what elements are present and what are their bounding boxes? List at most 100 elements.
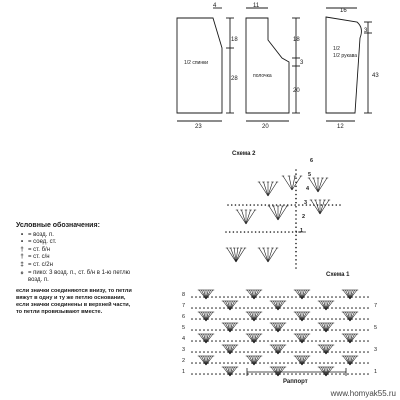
legend-item: • = соед. ст. (16, 239, 134, 247)
chain-stitch (301, 204, 304, 206)
row-number: 4 (182, 336, 185, 342)
chain-stitch (227, 351, 229, 353)
legend-note: если значки соединяются внизу, то петли … (16, 287, 132, 316)
chain-stitch (287, 362, 289, 364)
stitch-stroke (347, 355, 351, 366)
legend-item-text: = соед. ст. (28, 239, 57, 246)
stitch-stroke (342, 311, 351, 322)
stitch-fan (317, 366, 335, 377)
scheme2-title: Схема 2 (232, 151, 256, 157)
chain-stitch (235, 373, 237, 375)
chain-stitch (231, 340, 233, 342)
chain-stitch (231, 373, 233, 375)
chain-stitch (271, 373, 273, 375)
chain-stitch (303, 373, 305, 375)
stitch-fan (317, 322, 335, 333)
chain-stitch (291, 373, 293, 375)
stitch-fan (269, 300, 287, 311)
chain-stitch (243, 318, 245, 320)
chain-stitch (291, 231, 294, 233)
stitch-stroke (246, 355, 255, 366)
chain-stitch (351, 340, 353, 342)
chain-stitch (367, 329, 369, 331)
chain-stitch (275, 340, 277, 342)
chain-stitch (191, 351, 193, 353)
chain-stitch (311, 340, 313, 342)
chain-stitch (295, 214, 297, 216)
chain-stitch (307, 307, 309, 309)
stitch-fan (245, 333, 263, 344)
stitch-stroke (201, 355, 207, 366)
chain-stitch (259, 373, 261, 375)
stitch-stroke (258, 247, 269, 263)
stitch-stroke (349, 355, 353, 366)
stitch-stroke (301, 311, 310, 322)
chain-stitch (283, 362, 285, 364)
stitch-stroke (229, 344, 235, 355)
stitch-fan (257, 247, 279, 263)
chain-stitch (191, 373, 193, 375)
stitch-stroke (277, 205, 283, 221)
stitch-stroke (222, 322, 231, 333)
chain-stitch (255, 296, 257, 298)
stitch-stroke (249, 311, 255, 322)
chain-stitch (331, 307, 333, 309)
chain-stitch (279, 351, 281, 353)
stitch-fan (235, 209, 257, 225)
chain-stitch (319, 318, 321, 320)
chain-stitch (235, 340, 237, 342)
stitch-stroke (301, 333, 307, 344)
stitch-fan (269, 344, 287, 355)
stitch-stroke (294, 311, 303, 322)
chain-stitch (363, 329, 365, 331)
chain-stitch (199, 373, 201, 375)
chain-stitch (331, 340, 333, 342)
chain-stitch (339, 307, 341, 309)
row-number: 3 (304, 200, 307, 206)
stitch-stroke (225, 300, 231, 311)
stitch-stroke (318, 344, 327, 355)
stitch-stroke (325, 344, 329, 355)
chain-stitch (295, 234, 297, 237)
chain-stitch (335, 296, 337, 298)
chain-stitch (263, 318, 265, 320)
chain-stitch (268, 204, 270, 206)
chain-stitch (335, 351, 337, 353)
chain-stitch (247, 329, 249, 331)
chain-stitch (239, 340, 241, 342)
stitch-stroke (249, 355, 255, 366)
chain-stitch (327, 373, 329, 375)
chain-stitch (191, 340, 193, 342)
chain-stitch (227, 307, 229, 309)
stitch-stroke (253, 289, 259, 300)
chain-stitch (295, 296, 297, 298)
stitch-stroke (273, 205, 279, 221)
stitch-stroke (325, 322, 334, 333)
chain-stitch (327, 340, 329, 342)
chain-stitch (351, 318, 353, 320)
chain-stitch (267, 362, 269, 364)
stitch-stroke (253, 311, 259, 322)
stitch-fan (293, 333, 311, 344)
chain-stitch (347, 307, 349, 309)
chain-stitch (219, 340, 221, 342)
chain-stitch (211, 351, 213, 353)
chain-stitch (223, 329, 225, 331)
chain-stitch (303, 362, 305, 364)
chain-stitch (239, 307, 241, 309)
chain-stitch (199, 362, 201, 364)
stitch-stroke (291, 175, 296, 191)
stitch-stroke (263, 181, 269, 197)
sleeve-label-1: 1/2 (333, 46, 340, 52)
chain-stitch (347, 329, 349, 331)
stitch-fan (197, 355, 215, 366)
chain-stitch (307, 296, 309, 298)
stitch-stroke (229, 322, 238, 333)
chain-stitch (247, 373, 249, 375)
stitch-fan (341, 289, 359, 300)
row-number: 2 (302, 214, 305, 220)
chain-stitch (219, 307, 221, 309)
chain-stitch (299, 373, 301, 375)
stitch-stroke (349, 311, 358, 322)
chain-stitch (319, 296, 321, 298)
